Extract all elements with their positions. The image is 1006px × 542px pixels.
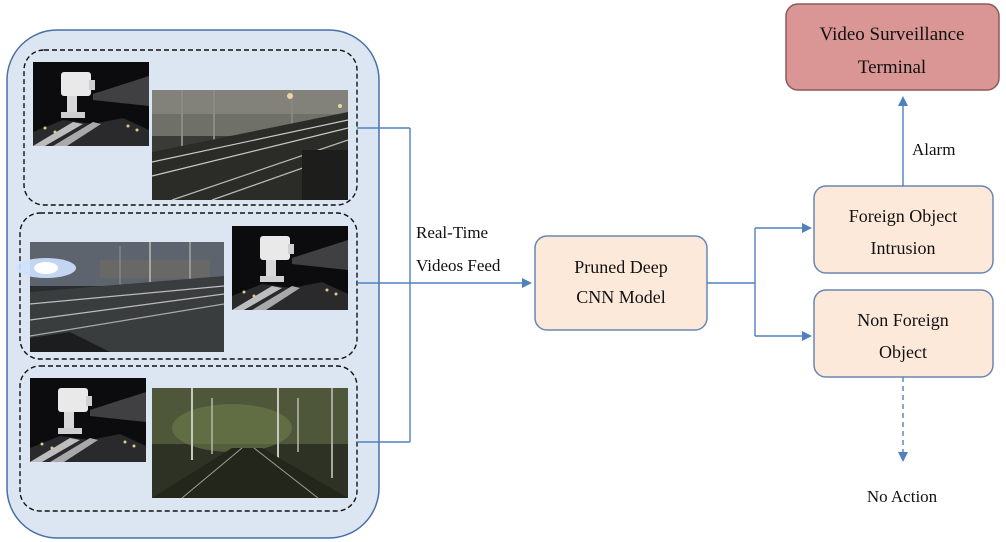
intrusion-label-line1: Foreign Object (849, 206, 957, 226)
surveillance-camera-icon (30, 378, 146, 462)
feed-connectors (357, 127, 411, 443)
railway-feed-image-3 (152, 388, 348, 499)
no-action-label: No Action (867, 487, 938, 506)
cnn-model-label-line1: Pruned Deep (574, 257, 667, 277)
cnn-branch-connector (707, 228, 756, 336)
feed-group-1-outline (23, 49, 358, 206)
feed-group-1 (23, 49, 358, 206)
non-foreign-label-line1: Non Foreign (857, 310, 949, 330)
terminal-label-line1: Video Surveillance (819, 24, 964, 45)
railway-feed-image-1 (151, 90, 349, 201)
intrusion-label-line2: Intrusion (871, 238, 936, 258)
non-foreign-node (813, 289, 994, 378)
intrusion-node (813, 185, 994, 274)
feed-group-3 (19, 365, 358, 512)
feed-group-3-outline (19, 365, 358, 512)
cnn-model-node (534, 235, 708, 331)
surveillance-camera-icon (232, 226, 348, 310)
cnn-model-label-line2: CNN Model (576, 287, 666, 307)
feed-group-2-outline (19, 212, 358, 360)
feed-label-line2: Videos Feed (416, 256, 501, 275)
railway-feed-image-2 (16, 242, 225, 352)
terminal-label-line2: Terminal (858, 57, 926, 78)
alarm-label: Alarm (912, 140, 955, 159)
feed-group-2 (16, 212, 358, 360)
terminal-node (785, 3, 1000, 91)
non-foreign-label-line2: Object (879, 342, 927, 362)
feed-label-line1: Real-Time (416, 223, 488, 242)
surveillance-camera-icon (33, 62, 149, 146)
